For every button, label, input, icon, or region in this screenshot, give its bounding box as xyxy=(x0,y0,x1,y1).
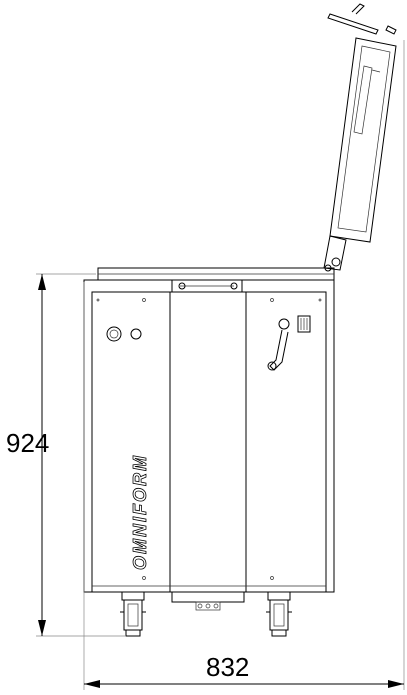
height-dimension: 924 xyxy=(6,273,126,637)
width-label: 832 xyxy=(206,652,249,682)
side-lever xyxy=(267,315,311,371)
brand-logo: OMNIFORM xyxy=(130,454,151,571)
left-caster xyxy=(120,591,146,637)
open-lid xyxy=(323,3,397,272)
cabinet-body xyxy=(83,279,335,593)
bottom-connector xyxy=(171,591,245,611)
logo-text: OMNIFORM xyxy=(130,454,150,570)
right-caster xyxy=(266,591,292,637)
control-knobs xyxy=(106,326,142,342)
height-label: 924 xyxy=(6,428,49,458)
width-dimension: 832 xyxy=(83,40,405,690)
